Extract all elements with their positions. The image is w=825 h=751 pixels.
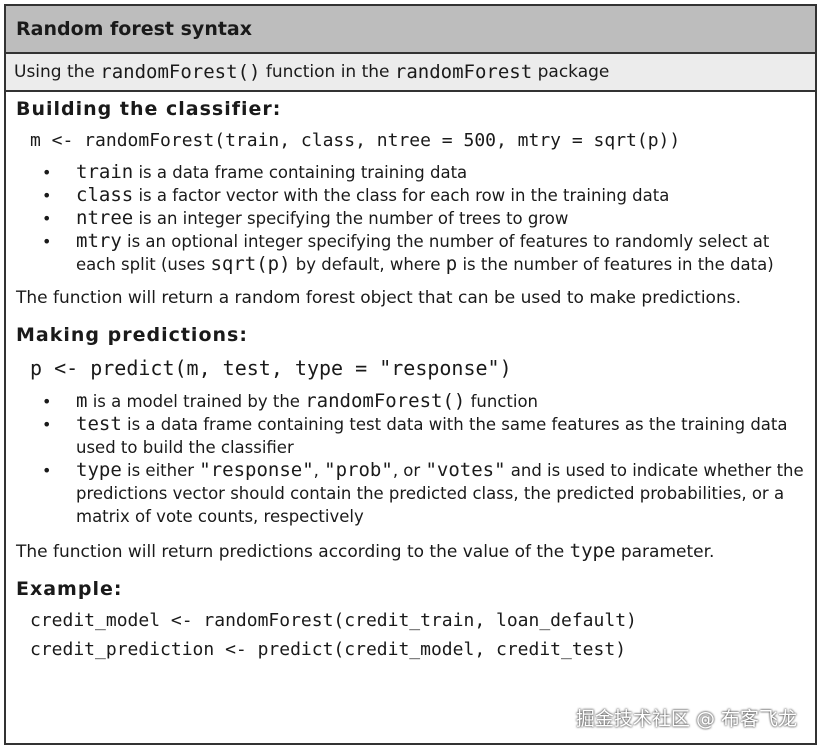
returns-code: type: [569, 540, 616, 562]
param-code: "votes": [425, 459, 506, 481]
param-desc: and is used to indicate whether the pred…: [76, 461, 804, 526]
param-desc: is a model trained by the: [87, 392, 306, 411]
subtitle-text: function in the: [260, 62, 395, 82]
list-item: •m is a model trained by the randomFores…: [42, 390, 538, 412]
subtitle-code-package: randomForest: [394, 61, 533, 83]
param-code: "response": [199, 459, 314, 481]
param-desc: is an integer specifying the number of t…: [133, 209, 569, 228]
box-title: Random forest syntax: [6, 6, 815, 54]
predictions-returns: The function will return predictions acc…: [16, 540, 805, 562]
subtitle-text: package: [532, 62, 610, 82]
param-desc: by default, where: [290, 255, 446, 274]
param-desc: , or: [392, 461, 426, 480]
subtitle-code-function: randomForest(): [100, 61, 261, 83]
list-item: •ntree is an integer specifying the numb…: [42, 207, 569, 229]
watermark: 掘金技术社区 @ 布客飞龙: [575, 708, 797, 730]
example-code-line-2: credit_prediction <- predict(credit_mode…: [30, 639, 627, 660]
param-code: class: [76, 184, 134, 206]
param-code: ntree: [76, 207, 134, 229]
param-desc: is a data frame containing training data: [133, 163, 468, 182]
param-code: train: [76, 161, 134, 183]
param-desc: function: [465, 392, 538, 411]
param-desc: is the number of features in the data): [457, 255, 774, 274]
list-item: •class is a factor vector with the class…: [42, 184, 670, 206]
list-item: •type is either "response", "prob", or "…: [42, 459, 804, 526]
predictions-code: p <- predict(m, test, type = "response"): [30, 356, 512, 380]
box-subtitle: Using the randomForest() function in the…: [6, 54, 815, 92]
predictions-bullets: •m is a model trained by the randomFores…: [16, 390, 805, 528]
param-desc: is either: [121, 461, 200, 480]
example-heading: Example:: [16, 578, 123, 600]
param-code: test: [76, 413, 122, 435]
predictions-heading: Making predictions:: [16, 324, 248, 346]
param-code: randomForest(): [305, 390, 466, 412]
list-item: •test is a data frame containing test da…: [42, 413, 788, 457]
subtitle-text: Using the: [14, 62, 101, 82]
param-desc: ,: [313, 461, 325, 480]
param-desc: is a data frame containing test data wit…: [76, 415, 788, 457]
param-desc: is an optional integer specifying the nu…: [76, 232, 770, 274]
syntax-box: Random forest syntax Using the randomFor…: [4, 4, 817, 745]
param-desc: is a factor vector with the class for ea…: [133, 186, 670, 205]
list-item: •train is a data frame containing traini…: [42, 161, 468, 183]
building-code: m <- randomForest(train, class, ntree = …: [30, 130, 681, 151]
param-code: "prob": [324, 459, 393, 481]
building-heading: Building the classifier:: [16, 98, 282, 120]
building-returns: The function will return a random forest…: [16, 288, 741, 308]
list-item: •mtry is an optional integer specifying …: [42, 230, 774, 275]
building-bullets: •train is a data frame containing traini…: [16, 161, 805, 276]
param-code: m: [76, 390, 88, 412]
example-code-line-1: credit_model <- randomForest(credit_trai…: [30, 610, 637, 631]
returns-text: The function will return predictions acc…: [16, 542, 570, 562]
box-content: Building the classifier: m <- randomFore…: [6, 98, 815, 660]
param-code: sqrt(p): [210, 253, 291, 275]
param-code: p: [445, 253, 458, 275]
param-code: mtry: [76, 230, 122, 252]
param-code: type: [76, 459, 122, 481]
returns-text: parameter.: [615, 542, 715, 562]
